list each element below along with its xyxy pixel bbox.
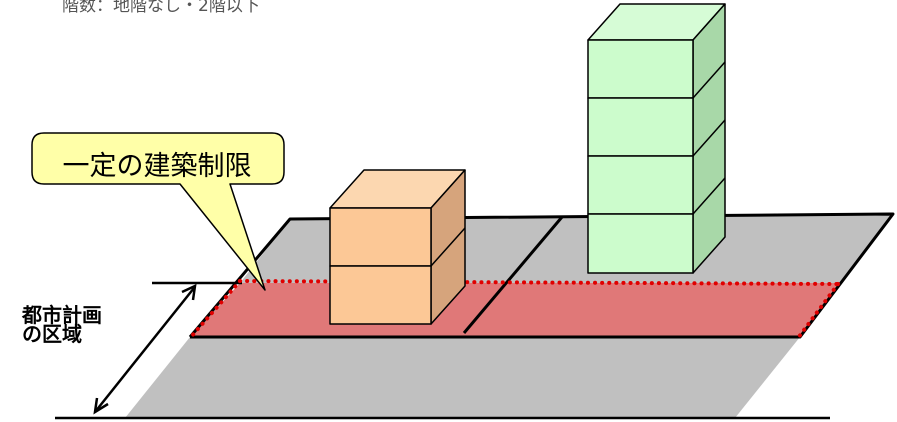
zone-depth-arrow [93, 283, 197, 415]
planning-area-label-line2: の区域 [22, 322, 82, 346]
low-building-floor-upper [329, 207, 432, 267]
low-building-floor-lower [329, 265, 432, 325]
planning-area-label-line1: 都市計画 [22, 303, 102, 327]
ground-plane-lower [125, 337, 800, 418]
tall-building-floor-4 [587, 39, 694, 99]
low-building [329, 169, 466, 325]
top-note-text: 階数：地階なし・2階以下 [62, 0, 260, 16]
tall-building-floor-1 [587, 213, 694, 274]
planning-area-label: 都市計画 の区域 [22, 303, 102, 346]
callout-balloon [31, 132, 285, 291]
tall-building [587, 3, 726, 274]
tall-building-floor-3 [587, 97, 694, 157]
planning-zone-fill [190, 283, 840, 337]
tall-building-floor-2 [587, 155, 694, 215]
callout-text: 一定の建築制限 [62, 151, 252, 182]
parcel-outlines [188, 212, 895, 339]
